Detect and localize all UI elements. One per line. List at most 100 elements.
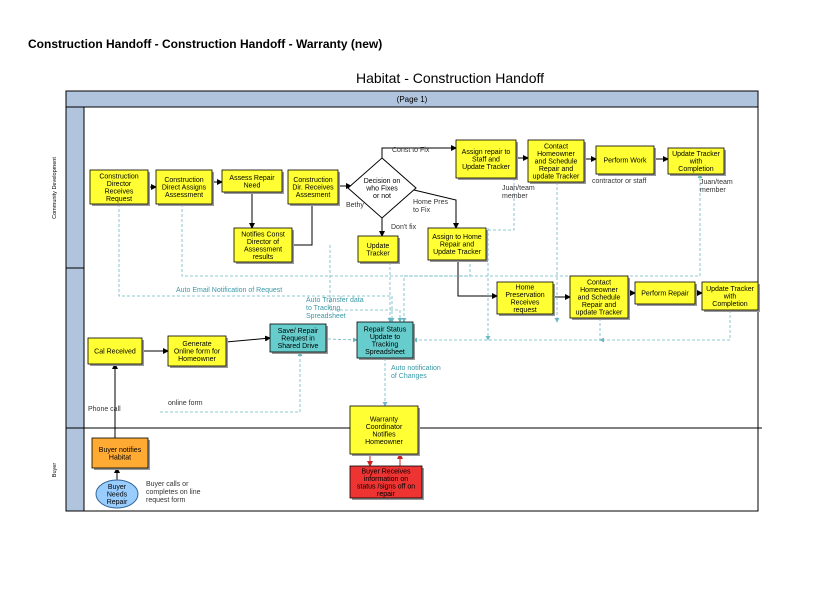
- process-node: [89, 169, 149, 205]
- process-node: [701, 281, 759, 311]
- data-flow-edge: [401, 178, 515, 323]
- data-flow-edge: [599, 310, 731, 343]
- node-label: Staff and: [472, 157, 500, 164]
- node-label: Update: [367, 243, 390, 250]
- node-label: with: [723, 294, 737, 301]
- node-label: Construction: [164, 177, 203, 184]
- node-label: Update Tracker: [433, 249, 482, 256]
- node-label: Director of: [247, 239, 279, 246]
- data-flow-edge: [412, 318, 601, 343]
- node-label: Perform Repair: [641, 291, 689, 298]
- node-label: Update to: [370, 334, 400, 341]
- annotation-text: completes on line: [146, 489, 201, 496]
- node-label: Dir. Receives: [292, 185, 334, 192]
- node-label: Repair: [107, 499, 128, 506]
- node-label: Homeowner: [580, 287, 618, 294]
- node-label: Buyer notifies: [99, 447, 142, 454]
- node-label: Assesment: [296, 192, 331, 199]
- node-label: Homeowner: [537, 151, 575, 158]
- node-label: request: [513, 307, 536, 314]
- node-label: Repair and: [582, 302, 616, 309]
- annotation-text: member: [502, 193, 528, 200]
- node-label: Assessment: [165, 192, 203, 199]
- node-label: Need: [244, 182, 261, 189]
- node-label: Contact: [544, 144, 568, 151]
- process-node: [357, 235, 399, 263]
- node-label: Home: [516, 284, 535, 291]
- node-label: Assign to Home: [432, 234, 482, 241]
- node-label: Needs: [107, 492, 128, 499]
- node-label: Assessment: [244, 246, 282, 253]
- node-label: Buyer: [108, 484, 127, 491]
- process-node: [595, 145, 655, 175]
- data-flow-edge: [329, 245, 403, 323]
- page-title: Construction Handoff - Construction Hand…: [28, 37, 383, 51]
- node-label: Coordinator: [366, 424, 403, 431]
- node-label: Receives: [105, 188, 134, 195]
- process-node: [287, 169, 339, 205]
- node-label: Notifies: [372, 431, 396, 438]
- node-label: Preservation: [505, 292, 544, 299]
- node-label: Completion: [712, 301, 748, 308]
- process-node: [87, 337, 143, 365]
- lane-label-community-development: Community Development: [52, 157, 58, 219]
- process-node: [527, 139, 585, 183]
- node-label: Homeowner: [365, 439, 403, 446]
- node-label: with: [689, 159, 703, 166]
- node-label: Spreadsheet: [365, 349, 405, 356]
- node-label: Receives: [511, 299, 540, 306]
- annotation-text: member: [700, 187, 726, 194]
- page-label: (Page 1): [397, 95, 428, 104]
- node-label: Generate: [182, 341, 211, 348]
- node-label: and Schedule: [578, 295, 621, 302]
- process-node: [155, 169, 213, 205]
- node-label: Direct Assigns: [162, 185, 207, 192]
- node-label: Request in: [281, 336, 315, 343]
- node-label: Perform Work: [603, 158, 647, 165]
- node-label: update Tracker: [576, 310, 623, 317]
- annotation-text: online form: [168, 400, 203, 407]
- node-label: Update Tracker: [706, 286, 755, 293]
- node-label: Tracker: [366, 250, 390, 257]
- process-node: [221, 169, 283, 193]
- edge-label: Auto notification: [391, 365, 441, 372]
- annotation-text: Juan/team: [700, 179, 733, 186]
- annotation-text: Juan/team: [502, 185, 535, 192]
- process-node: [569, 275, 629, 319]
- flow-edge: [292, 199, 315, 246]
- process-node: [349, 465, 423, 499]
- node-label: repair: [377, 491, 396, 498]
- node-label: Repair and: [539, 166, 573, 173]
- node-label: Update Tracker: [672, 151, 721, 158]
- edge-label: to Tracking: [306, 305, 340, 312]
- node-label: Warranty: [370, 416, 399, 423]
- data-flow-edge: [160, 351, 303, 413]
- node-label: results: [253, 254, 274, 261]
- annotation-text: Const to Fix: [392, 147, 430, 154]
- nodes-layer: ConstructionDirectorReceivesRequestConst…: [87, 139, 760, 509]
- annotation-text: Phone call: [88, 406, 121, 413]
- annotation-text: Home Pres: [413, 199, 449, 206]
- node-label: Homeowner: [178, 356, 216, 363]
- process-node: [233, 227, 293, 263]
- flow-edge: [381, 145, 457, 160]
- process-node: [427, 227, 487, 261]
- decision-diamond: [347, 157, 417, 219]
- flow-edge: [413, 189, 459, 229]
- lane-header-column: [65, 106, 85, 512]
- annotation-text: Don't fix: [391, 224, 417, 231]
- node-label: Contact: [587, 280, 611, 287]
- process-node: [667, 147, 725, 175]
- node-label: Repair and: [440, 242, 474, 249]
- node-label: Buyer Receives: [361, 468, 411, 475]
- node-label: Online form for: [174, 349, 221, 356]
- node-label: Assign repair to: [462, 149, 511, 156]
- node-label: or not: [373, 193, 391, 200]
- annotation-text: request form: [146, 497, 185, 504]
- node-label: Update Tracker: [462, 164, 511, 171]
- node-label: information on: [364, 476, 408, 483]
- edge-label: Auto Email Notification of Request: [176, 287, 282, 294]
- node-label: Request: [106, 196, 132, 203]
